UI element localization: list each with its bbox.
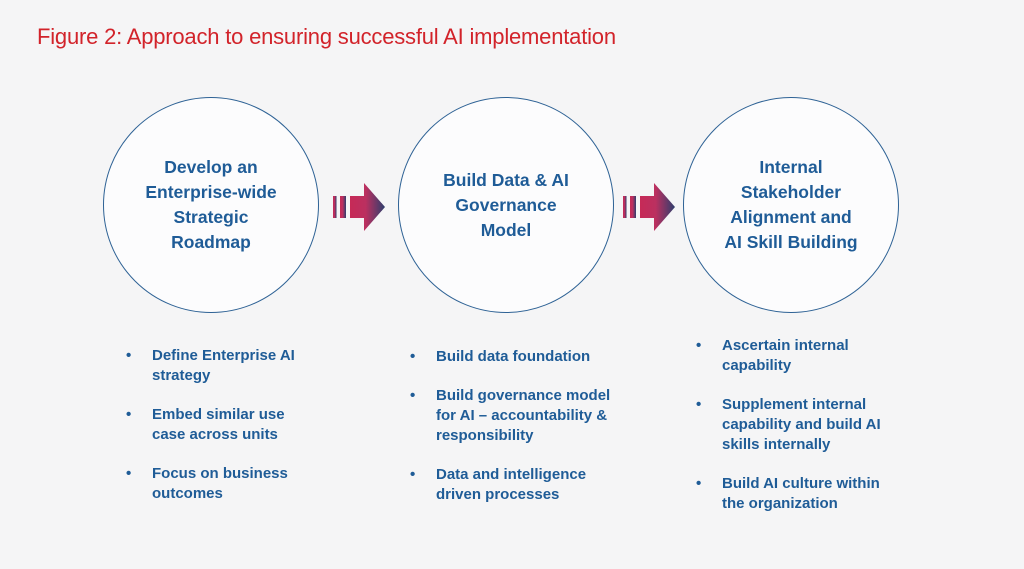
striped-right-arrow-icon	[623, 183, 675, 231]
step-circle-label: Build Data & AI Governance Model	[443, 169, 569, 240]
bullet-text: Build data foundation	[436, 348, 591, 365]
list-item: • Embed similar use case across units	[126, 405, 311, 445]
bullet-marker: •	[410, 387, 416, 404]
striped-right-arrow-icon	[333, 183, 385, 231]
list-item: • Build AI culture within the organizati…	[696, 474, 908, 514]
step-circle-governance-model: Build Data & AI Governance Model	[398, 97, 614, 313]
figure-title: Figure 2: Approach to ensuring successfu…	[37, 24, 616, 49]
bullet-marker: •	[126, 406, 132, 423]
bullet-list-strategic-roadmap: • Define Enterprise AI strategy • Embed …	[126, 346, 311, 523]
bullet-text: Build governance model for AI – accounta…	[436, 387, 611, 444]
bullet-text: Build AI culture within the organization	[722, 475, 880, 512]
bullet-marker: •	[410, 348, 416, 365]
list-item: • Build governance model for AI – accoun…	[410, 386, 638, 446]
bullet-marker: •	[126, 465, 132, 482]
bullet-marker: •	[696, 475, 702, 492]
bullet-marker: •	[696, 396, 702, 413]
bullet-text: Supplement internal capability and build…	[722, 396, 881, 453]
bullet-marker: •	[126, 347, 132, 364]
list-item: • Focus on business outcomes	[126, 464, 311, 504]
bullet-text: Ascertain internal capability	[722, 337, 849, 374]
bullet-list-stakeholder-alignment: • Ascertain internal capability • Supple…	[696, 336, 908, 533]
list-item: • Build data foundation	[410, 347, 638, 367]
bullet-text: Data and intelligence driven processes	[436, 466, 587, 503]
step-circle-stakeholder-alignment: Internal Stakeholder Alignment and AI Sk…	[683, 97, 899, 313]
bullet-marker: •	[410, 466, 416, 483]
step-circle-label: Internal Stakeholder Alignment and AI Sk…	[724, 157, 858, 252]
bullet-text: Focus on business outcomes	[152, 465, 288, 502]
step-circle-strategic-roadmap: Develop an Enterprise-wide Strategic Roa…	[103, 97, 319, 313]
bullet-text: Embed similar use case across units	[152, 406, 285, 443]
list-item: • Ascertain internal capability	[696, 336, 908, 376]
step-circle-label: Develop an Enterprise-wide Strategic Roa…	[145, 157, 277, 252]
list-item: • Define Enterprise AI strategy	[126, 346, 311, 386]
list-item: • Data and intelligence driven processes	[410, 465, 638, 505]
bullet-list-governance-model: • Build data foundation • Build governan…	[410, 347, 638, 524]
bullet-marker: •	[696, 337, 702, 354]
bullet-text: Define Enterprise AI strategy	[152, 347, 295, 384]
list-item: • Supplement internal capability and bui…	[696, 395, 908, 455]
